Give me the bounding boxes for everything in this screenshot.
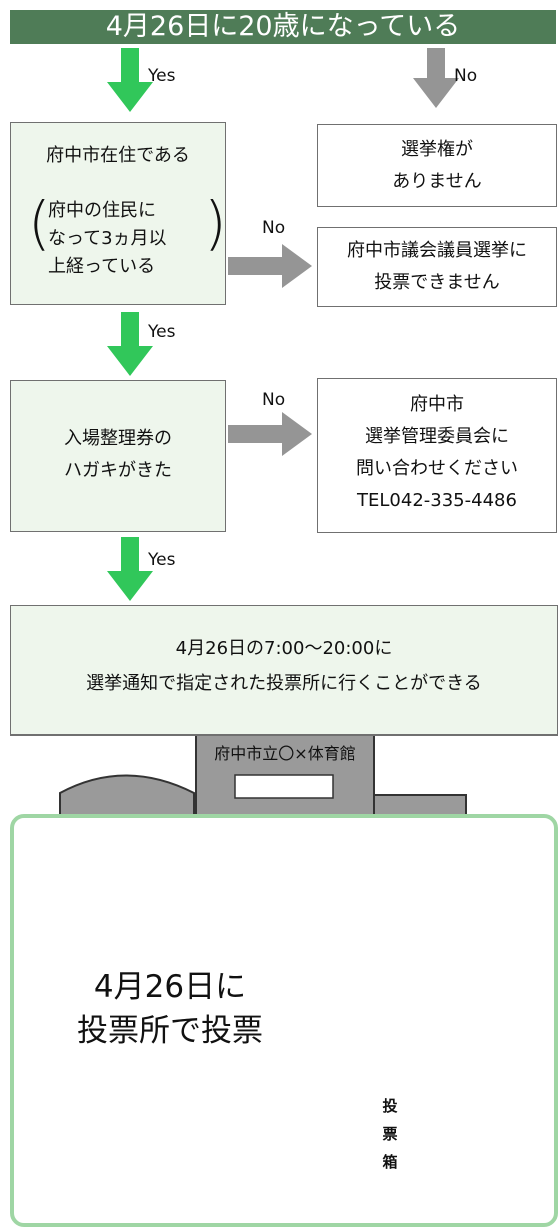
cannot-vote-box [317, 227, 557, 307]
yes-arrow-2 [107, 312, 153, 376]
no-right-text: 選挙権が ありません [392, 139, 482, 192]
no-label-1: No [454, 66, 478, 86]
yes-label-2: Yes [148, 322, 176, 342]
yes-arrow-3 [107, 537, 153, 601]
postcard-text: 入場整理券の ハガキがきた [64, 428, 172, 481]
no-arrow-right-2 [228, 412, 312, 456]
yes-label-3: Yes [148, 550, 176, 570]
contact-text: 府中市 選挙管理委員会に 問い合わせください TEL042-335-4486 [356, 394, 518, 511]
left-paren: ( [28, 189, 51, 257]
right-paren: ) [204, 189, 227, 257]
no-label-2: No [262, 218, 286, 238]
residence-label: 府中市在住である [46, 145, 190, 166]
title-text: 4月26日に20歳になっている [105, 11, 461, 42]
yes-label-1: Yes [148, 66, 176, 86]
residence-box [10, 122, 226, 305]
no-arrow-down [413, 48, 459, 108]
title-banner: 4月26日に20歳になっている [10, 10, 556, 44]
final-box [10, 814, 558, 1227]
ballot-box-label: 投 票 箱 [382, 1097, 398, 1171]
no-right-box [317, 124, 557, 207]
yes-arrow-1 [107, 48, 153, 112]
cannot-vote-text: 府中市議会議員選挙に 投票できません [347, 240, 527, 293]
residence-note: 府中の住民に なって3ヵ月以 上経っている [48, 200, 167, 277]
no-label-3: No [262, 390, 286, 410]
vote-availability-box [10, 605, 558, 735]
postcard-box [10, 380, 226, 532]
vote-availability-text: 4月26日の7:00〜20:00に 選挙通知で指定された投票所に行くことができる [86, 638, 482, 694]
building-sign: 府中市立〇×体育館 [214, 744, 356, 763]
no-arrow-right-1 [228, 244, 312, 288]
contact-box [317, 378, 557, 533]
final-text: 4月26日に 投票所で投票 [77, 969, 263, 1049]
